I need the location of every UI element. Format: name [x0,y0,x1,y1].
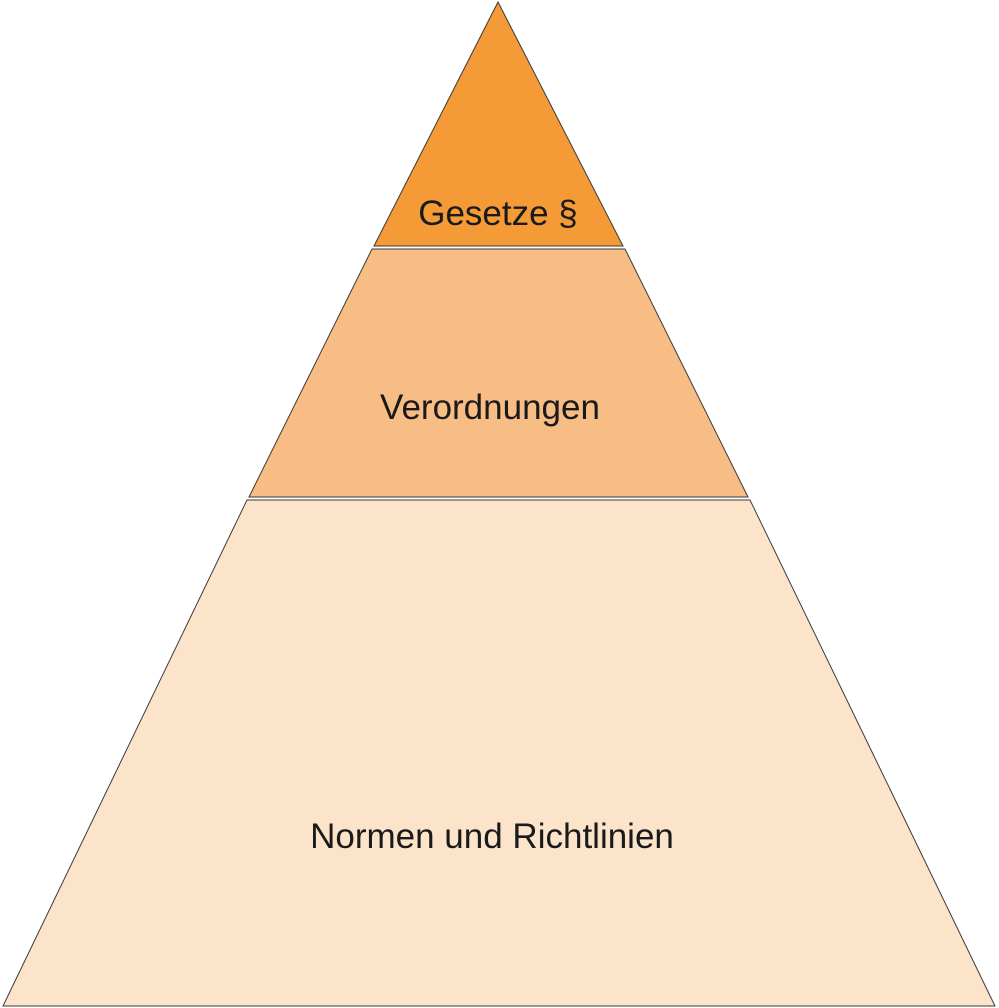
tier-bottom-label: Normen und Richtlinien [310,817,674,856]
tier-top-label: Gesetze § [418,194,578,233]
tier-middle-shape [248,248,749,498]
tier-middle-label: Verordnungen [380,388,600,427]
tier-bottom-shape [2,499,996,1007]
tier-top-shape [373,0,624,247]
